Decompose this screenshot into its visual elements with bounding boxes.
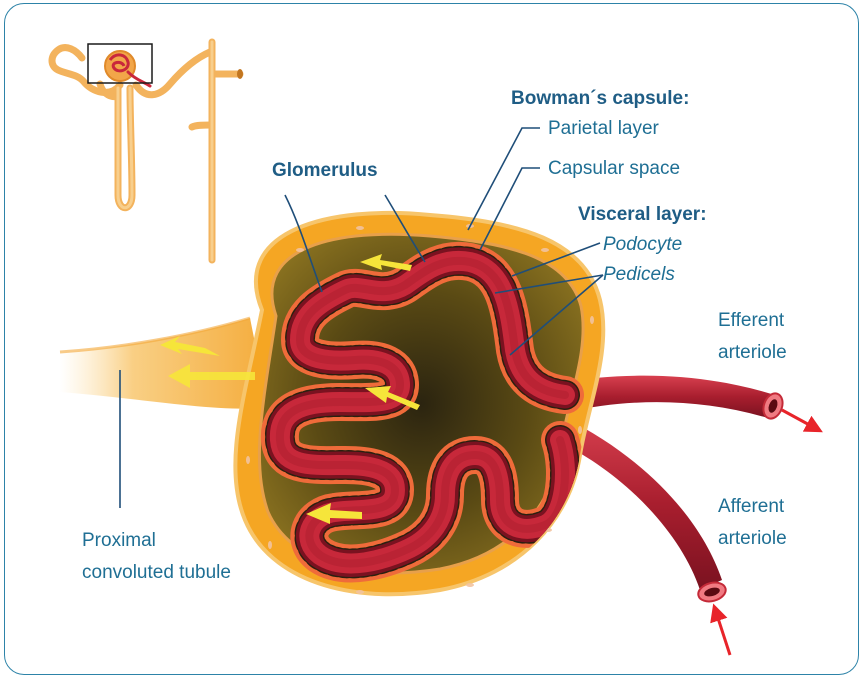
afferent-arteriole-label-line1: Afferent [718, 496, 784, 518]
parietal-layer-label: Parietal layer [548, 118, 659, 140]
pedicels-label: Pedicels [603, 264, 675, 286]
efferent-flow-arrow [782, 410, 815, 428]
proximal-tubule-label-line2: convoluted tubule [82, 562, 231, 584]
bowmans-capsule-heading: Bowman´s capsule: [511, 88, 689, 110]
capsular-space-label: Capsular space [548, 158, 680, 180]
visceral-layer-heading: Visceral layer: [578, 204, 707, 226]
afferent-arteriole-label-line2: arteriole [718, 528, 787, 550]
proximal-tubule [60, 318, 268, 409]
efferent-arteriole-label-line1: Efferent [718, 310, 784, 332]
podocyte-label: Podocyte [603, 234, 682, 256]
glomerulus-heading: Glomerulus [272, 160, 378, 182]
proximal-tubule-label-line1: Proximal [82, 530, 156, 552]
afferent-flow-arrow [716, 612, 730, 655]
efferent-arteriole-label-line2: arteriole [718, 342, 787, 364]
nephron-thumbnail [52, 42, 243, 260]
